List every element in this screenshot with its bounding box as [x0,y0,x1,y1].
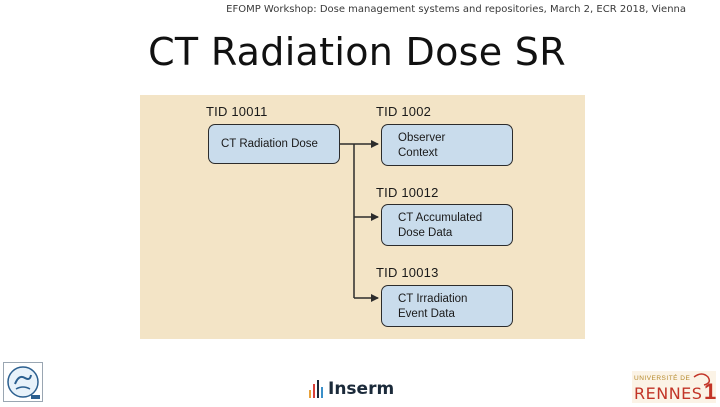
root-node-label: CT Radiation Dose [221,138,318,150]
connector-lines [331,140,379,302]
child-3-tid-label: TID 10013 [376,265,439,280]
child-3-line1: CT Irradiation [398,293,468,305]
child-1-line1: Observer [398,132,446,144]
rennes-city-text: RENNES [634,384,703,403]
child-2-line2: Dose Data [398,227,453,239]
child-2-box: CT Accumulated Dose Data [381,204,513,246]
rennes-emblem-icon [632,371,716,403]
rennes-logo: UNIVERSITÉ DE RENNES 1 [632,371,717,404]
child-2-tid-label: TID 10012 [376,185,439,200]
inserm-wordmark: Inserm [328,379,395,399]
inserm-bars-icon [309,380,323,398]
child-3-box: CT Irradiation Event Data [381,285,513,327]
workshop-header: EFOMP Workshop: Dose management systems … [226,4,686,15]
child-3-line2: Event Data [398,308,455,320]
slide-title: CT Radiation Dose SR [148,30,566,74]
child-2-line1: CT Accumulated [398,212,483,224]
diagram-panel: TID 10011 CT Radiation Dose TID 1002 Obs… [140,95,585,339]
inserm-logo: Inserm [309,378,394,400]
efomp-emblem-icon [3,362,43,402]
rennes-number: 1 [704,379,717,404]
child-1-box: Observer Context [381,124,513,166]
root-node-box: CT Radiation Dose [208,124,340,164]
rennes-top-text: UNIVERSITÉ DE [634,375,691,382]
child-1-tid-label: TID 1002 [376,104,432,119]
root-tid-label: TID 10011 [206,104,268,119]
child-1-line2: Context [398,147,438,159]
